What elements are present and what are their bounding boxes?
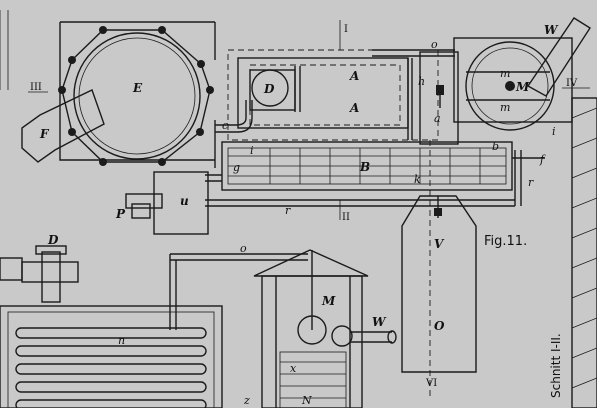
section-caption: Schnitt I-II. [549, 333, 563, 398]
label-E: E [132, 81, 143, 95]
label-c: c [222, 119, 228, 132]
tower: M W x N z [243, 249, 397, 408]
label-O: O [434, 319, 445, 333]
label-z: z [243, 394, 250, 407]
label-r-bottom: r [285, 204, 291, 217]
label-m-lower: m [500, 101, 510, 114]
section-marks: I II III IV VI [28, 20, 590, 389]
label-i-left: i [250, 144, 254, 157]
label-r-right: r [528, 176, 534, 189]
label-N: N [301, 394, 312, 407]
cylinder-A: D A A [237, 57, 413, 140]
mark-VI-bottom: VI [425, 378, 437, 389]
exchanger-baffles [269, 148, 481, 184]
label-V: V [434, 237, 445, 251]
label-m-upper: m [500, 67, 510, 80]
lower-left-section: D n [0, 233, 223, 408]
label-n: n [118, 334, 125, 347]
label-M-top: M [515, 80, 530, 94]
mark-IV-right: IV [566, 78, 578, 89]
chute-F: F [21, 89, 105, 163]
wheel-M: m m M W i [453, 17, 591, 138]
label-B: B [359, 160, 370, 174]
pipe-o-top: o [372, 38, 455, 57]
label-D-lower: D [47, 233, 59, 247]
label-f: f [539, 153, 546, 166]
dashed-housing [227, 49, 439, 141]
label-D-top: D [263, 82, 275, 96]
label-a: a [434, 112, 441, 125]
label-o-top: o [431, 38, 438, 51]
pipe-c: c [215, 100, 253, 133]
label-x: x [290, 362, 297, 375]
label-u: u [180, 194, 189, 208]
label-o-lower: o [240, 242, 247, 255]
label-P: P [115, 207, 126, 221]
figure-caption: Fig.11. [484, 234, 527, 249]
label-A-lower: A [349, 101, 359, 115]
tank-V: V O [401, 140, 477, 400]
label-F: F [39, 127, 50, 141]
tank-E: E [58, 26, 214, 166]
label-k: k [414, 173, 421, 186]
right-wall: Schnitt I-II. [549, 97, 597, 408]
mark-III-left: III [30, 82, 42, 93]
pump-P: u P [115, 171, 209, 235]
wall-hatching [571, 107, 597, 389]
label-A-upper: A [349, 69, 359, 83]
label-W-top: W [544, 23, 559, 37]
tank-bolts [58, 26, 214, 166]
label-W-lower: W [372, 315, 387, 329]
label-M-lower: M [321, 294, 336, 308]
mark-II-mid: II [342, 212, 350, 223]
label-b: b [492, 140, 499, 153]
pipe-o-lower: o [169, 242, 308, 330]
coil-rows [15, 327, 207, 408]
label-h: h [418, 75, 425, 88]
label-i-right: i [552, 125, 556, 138]
mark-I-top: I [344, 24, 348, 35]
casing-a: h a [418, 51, 459, 145]
exchanger-B: B g i b k f [221, 140, 546, 191]
label-g: g [233, 161, 240, 174]
